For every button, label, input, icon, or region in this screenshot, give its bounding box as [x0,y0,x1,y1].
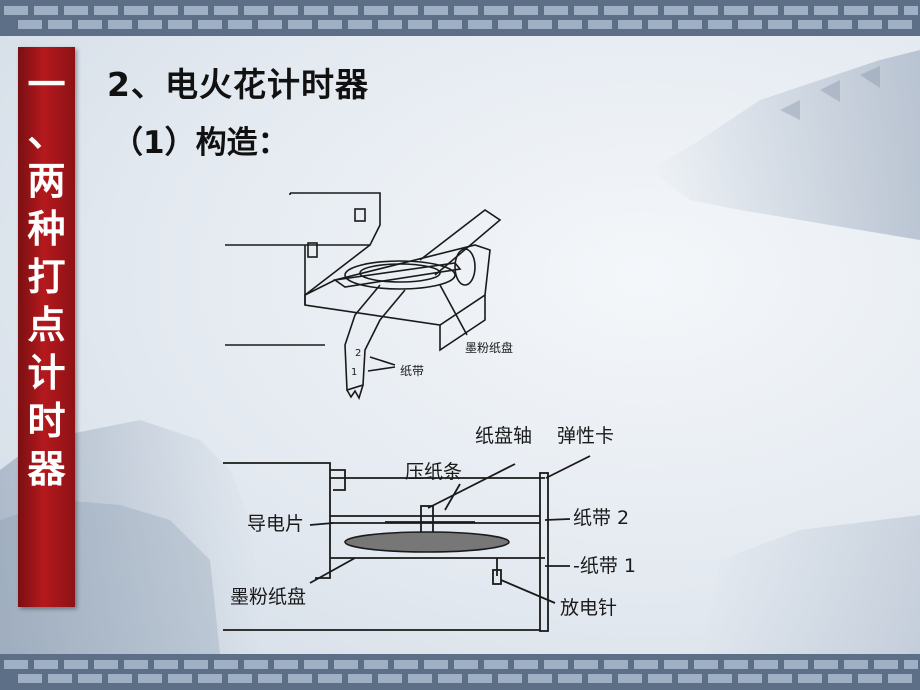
bottom-border [0,654,920,690]
sidebar-char: 点 [27,303,66,347]
sidebar-char: 时 [27,399,66,443]
timer-section-diagram: 纸盘轴 弹性卡 压纸条 导电片 纸带 2 -纸带 1 墨粉纸盘 放电针 [223,425,636,632]
toner-disc [344,531,510,553]
tape-mark-1: 1 [351,367,357,378]
sidebar-char: 计 [27,351,66,395]
section-sidebar: 一 、 两 种 打 点 计 时 器 [18,47,75,607]
sidebar-char: 两 [27,159,66,203]
label-toner-tray: 墨粉纸盘 [465,340,513,355]
label-disc-axis: 纸盘轴 [475,425,532,447]
label-elastic-clip: 弹性卡 [557,425,614,447]
slide-title: 2、电火花计时器 [107,65,369,104]
sidebar-title: 一 、 两 种 打 点 计 时 器 [18,61,75,493]
label-discharge-needle: 放电针 [560,597,617,619]
top-border [0,0,920,36]
label-tape-1: -纸带 1 [573,555,636,577]
sidebar-char: 一 [27,63,66,107]
sidebar-char: 种 [27,207,66,251]
tape-mark-2: 2 [355,348,361,359]
slide-subtitle: （1）构造： [112,125,289,161]
label-paper-tape: 纸带 [400,364,424,378]
timer-3d-diagram: 墨粉纸盘 纸带 2 1 [225,192,513,401]
sidebar-char: 器 [27,447,66,491]
sidebar-char: 、 [27,111,66,155]
sidebar-char: 打 [27,255,66,299]
label-toner-tray-2: 墨粉纸盘 [230,586,306,608]
label-conductive-plate: 导电片 [247,513,304,535]
label-tape-2: 纸带 2 [573,507,629,529]
label-press-strip: 压纸条 [405,461,462,483]
